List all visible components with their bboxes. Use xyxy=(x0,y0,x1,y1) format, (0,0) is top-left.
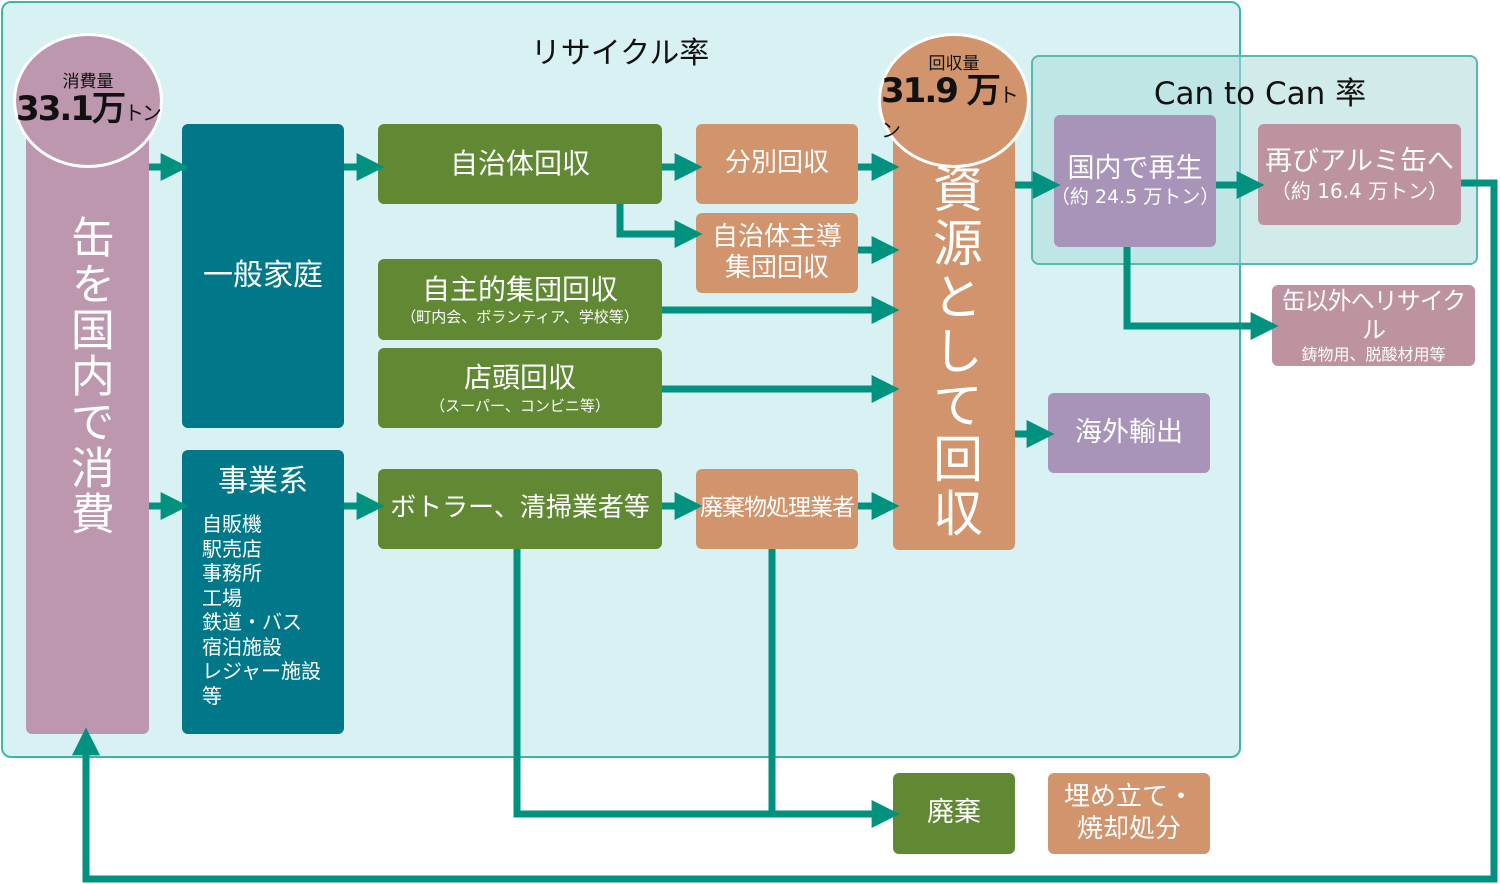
business-list-item: 駅売店 xyxy=(202,536,262,561)
voluntary-group-collection-box[interactable]: 自主的集団回収 （町内会、ボランティア、学校等） xyxy=(378,259,662,340)
landfill-line2: 焼却処分 xyxy=(1076,813,1181,844)
business-box[interactable]: 事業系 自販機駅売店事務所工場鉄道・バス宿泊施設レジャー施設等 xyxy=(182,450,344,734)
other-recycle-box[interactable]: 缶以外へリサイクル 鋳物用、脱酸材用等 xyxy=(1272,285,1475,366)
recycle-rate-title: リサイクル率 xyxy=(530,36,710,71)
resource-collection-column[interactable]: 資源として回収 xyxy=(893,105,1015,550)
municipal-led-line2: 集団回収 xyxy=(724,253,829,283)
voluntary-group-title: 自主的集団回収 xyxy=(421,272,618,306)
collection-circle: 回収量 31.9 万トン xyxy=(878,33,1030,168)
consumption-label: 消費量 xyxy=(62,71,114,92)
domestic-consumption-label: 缶を国内で消費 xyxy=(62,215,114,537)
storefront-collection-box[interactable]: 店頭回収 （スーパー、コンビニ等） xyxy=(378,348,662,428)
business-list: 自販機駅売店事務所工場鉄道・バス宿泊施設レジャー施設等 xyxy=(182,512,321,708)
waste-processor-box[interactable]: 廃棄物処理業者 xyxy=(696,469,858,549)
other-recycle-title: 缶以外へリサイクル xyxy=(1281,287,1467,344)
municipal-led-group-box[interactable]: 自治体主導 集団回収 xyxy=(696,213,858,293)
separate-collection-box[interactable]: 分別回収 xyxy=(696,124,858,204)
resource-collection-label: 資源として回収 xyxy=(925,163,983,541)
can-to-can-title: Can to Can 率 xyxy=(1153,76,1367,112)
arrow-to-disposal xyxy=(768,549,900,828)
storefront-title: 店頭回収 xyxy=(463,361,576,395)
bottlers-cleaners-box[interactable]: ボトラー、清掃業者等 xyxy=(378,469,662,549)
landfill-line1: 埋め立て・ xyxy=(1063,782,1194,813)
business-list-item: 事務所 xyxy=(202,561,262,585)
other-recycle-note: 鋳物用、脱酸材用等 xyxy=(1301,344,1446,364)
landfill-incineration-box[interactable]: 埋め立て・ 焼却処分 xyxy=(1048,773,1210,854)
household-box[interactable]: 一般家庭 xyxy=(182,124,344,428)
municipal-led-line1: 自治体主導 xyxy=(711,221,842,252)
consumption-circle: 消費量 33.1万トン xyxy=(13,33,163,168)
disposal-box[interactable]: 廃棄 xyxy=(893,773,1015,854)
domestic-recycle-title: 国内で再生 xyxy=(1067,153,1203,185)
arrow-domestic-to-other xyxy=(1123,247,1279,340)
business-list-item: 鉄道・バス xyxy=(202,610,302,634)
line-bottlers-to-disposal xyxy=(513,549,772,818)
arrow-loop-back-to-consumption xyxy=(72,179,1498,883)
consumption-amount: 33.1万トン xyxy=(16,88,162,129)
voluntary-group-note: （町内会、ボランティア、学校等） xyxy=(401,308,639,327)
storefront-note: （スーパー、コンビニ等） xyxy=(430,396,610,415)
arrow-municipal-to-group xyxy=(616,204,703,248)
back-to-can-amount: （約 16.4 万トン） xyxy=(1270,178,1449,203)
municipal-collection-box[interactable]: 自治体回収 xyxy=(378,124,662,204)
business-list-item: 等 xyxy=(202,683,222,708)
domestic-recycle-box[interactable]: 国内で再生 （約 24.5 万トン） xyxy=(1050,115,1220,247)
overseas-export-box[interactable]: 海外輸出 xyxy=(1048,393,1210,473)
domestic-consumption-column[interactable]: 缶を国内で消費 xyxy=(26,105,149,734)
business-list-item: 宿泊施設 xyxy=(202,634,282,659)
business-list-item: 工場 xyxy=(202,585,242,610)
collection-amount: 31.9 万トン xyxy=(881,70,1019,143)
business-title: 事業系 xyxy=(218,464,308,499)
collection-label: 回収量 xyxy=(928,53,980,74)
business-list-item: 自販機 xyxy=(202,512,262,536)
domestic-recycle-amount: （約 24.5 万トン） xyxy=(1050,185,1220,208)
back-to-can-title: 再びアルミ缶へ xyxy=(1265,146,1454,178)
business-list-item: レジャー施設 xyxy=(202,659,321,683)
back-to-can-box[interactable]: 再びアルミ缶へ （約 16.4 万トン） xyxy=(1258,124,1461,225)
